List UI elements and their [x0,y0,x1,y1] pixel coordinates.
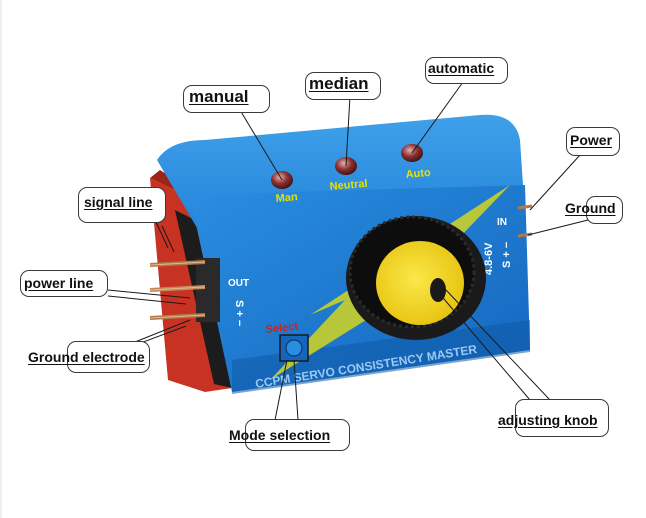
leader-manual [239,109,283,181]
select-button[interactable] [285,339,303,357]
input-pins-label: S + − [501,242,513,268]
label-ground: Ground [565,200,616,216]
leader-ground [527,219,589,236]
leader-signal-line-2 [161,225,175,253]
leader-mode-selection-2 [274,359,288,421]
output-pins-label: S + − [233,300,245,326]
leader-power [529,154,581,211]
callout-box-manual [183,85,270,113]
callout-box-ground-electrode [67,341,150,373]
leader-power-line [107,289,191,299]
callout-box-ground [586,196,623,224]
label-automatic: automatic [428,60,495,76]
label-median: median [309,74,369,93]
output-header-pins [149,258,220,322]
leader-median [345,95,351,167]
leader-signal-line [155,221,169,249]
label-mode-selection: Mode selection [229,427,331,443]
leader-mode-selection [293,359,299,421]
callout-box-signal-line [78,187,166,223]
label-power-line: power line [24,275,94,291]
callout-box-power-line [20,270,108,297]
output-out-label: OUT [228,278,249,289]
leader-adjusting-knob [437,291,531,401]
input-in-label: IN [497,217,507,228]
led-label-auto: Auto [405,167,431,181]
label-power: Power [570,132,613,148]
select-label: Select [265,321,299,336]
callout-box-adjusting-knob [515,399,609,437]
callout-box-automatic [425,57,508,84]
callout-box-mode-selection [245,419,350,451]
led-label-man: Man [275,191,298,205]
led-label-neutral: Neutral [329,178,368,193]
blue-lower-band [232,320,530,394]
leader-automatic [411,81,464,154]
callout-box-power [566,127,620,156]
label-adjusting-knob: adjusting knob [498,412,598,428]
label-manual: manual [189,87,249,106]
label-ground-electrode: Ground electrode [28,349,145,365]
knob-face [376,241,464,325]
leader-adjusting-knob-2 [445,289,551,401]
label-signal-line: signal line [84,194,153,210]
input-voltage-label: 4.8-6V [483,242,495,275]
leader-power-line-2 [107,295,187,305]
callout-box-median [305,72,381,100]
